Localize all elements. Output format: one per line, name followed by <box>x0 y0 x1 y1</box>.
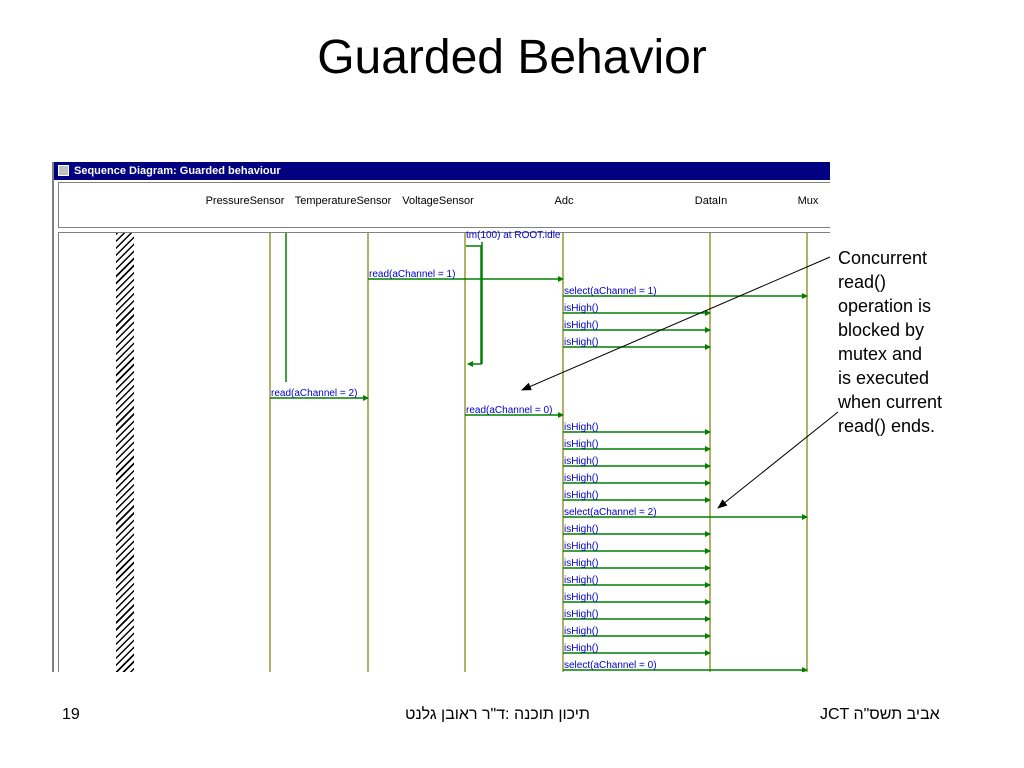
message-label: select(aChannel = 2) <box>564 507 657 518</box>
message-label: isHigh() <box>564 541 598 552</box>
message-label: read(aChannel = 1) <box>369 269 455 280</box>
lifeline-name-voltage[interactable]: VoltageSensor <box>402 195 474 207</box>
footer-course: JCT אביב תשס"ה <box>820 706 940 723</box>
page-number: 19 <box>62 706 80 723</box>
callout-line: read() <box>838 272 887 292</box>
message-label: read(aChannel = 2) <box>271 388 357 399</box>
callout-line: mutex and <box>838 344 923 364</box>
message-label: select(aChannel = 0) <box>564 660 657 671</box>
window-titlebar[interactable]: Sequence Diagram: Guarded behaviour <box>54 162 830 180</box>
lifeline-name-adc[interactable]: Adc <box>554 195 574 207</box>
message-label: isHigh() <box>564 303 598 314</box>
environment-hatch <box>116 233 134 672</box>
callout-line: Concurrent <box>838 248 928 268</box>
message-label: select(aChannel = 1) <box>564 286 657 297</box>
message-label: isHigh() <box>564 422 598 433</box>
lifeline-name-mux[interactable]: Mux <box>797 195 819 207</box>
callout-line: is executed <box>838 368 930 388</box>
message-label: isHigh() <box>564 439 598 450</box>
message-label: isHigh() <box>564 592 598 603</box>
message-label: isHigh() <box>564 456 598 467</box>
message-label: isHigh() <box>564 320 598 331</box>
message-label: isHigh() <box>564 490 598 501</box>
message-label: isHigh() <box>564 626 598 637</box>
footer-author: תיכון תוכנה :ד"ר ראובן גלנט <box>405 706 590 723</box>
lifeline-name-temperature[interactable]: TemperatureSensor <box>294 195 392 207</box>
message-label: isHigh() <box>564 473 598 484</box>
slide-title: Guarded Behavior <box>317 31 707 84</box>
sequence-diagram-icon <box>58 165 69 176</box>
message-label: isHigh() <box>564 575 598 586</box>
callout-line: operation is <box>838 296 932 316</box>
message-label: isHigh() <box>564 609 598 620</box>
callout-text: Concurrent read() operation is blocked b… <box>838 246 942 438</box>
window-title: Sequence Diagram: Guarded behaviour <box>74 165 281 177</box>
message-label: read(aChannel = 0) <box>466 405 552 416</box>
callout-line: read() ends. <box>838 416 936 436</box>
lifeline-header: PressureSensor TemperatureSensor Voltage… <box>58 182 830 228</box>
message-label: isHigh() <box>564 643 598 654</box>
sequence-diagram-window: Sequence Diagram: Guarded behaviour Pres… <box>52 162 830 672</box>
lifeline-name-pressure[interactable]: PressureSensor <box>205 195 285 207</box>
lifeline-name-datain[interactable]: DataIn <box>694 195 728 207</box>
message-arrow[interactable] <box>466 245 482 367</box>
message-label: isHigh() <box>564 524 598 535</box>
callout-line: blocked by <box>838 320 925 340</box>
sequence-diagram: tm(100) at ROOT.idle read(aChannel = 1) se… <box>269 230 808 672</box>
callout-line: when current <box>838 392 943 412</box>
message-label: isHigh() <box>564 558 598 569</box>
message-label: isHigh() <box>564 337 598 348</box>
message-label: tm(100) at ROOT.idle <box>466 230 561 241</box>
